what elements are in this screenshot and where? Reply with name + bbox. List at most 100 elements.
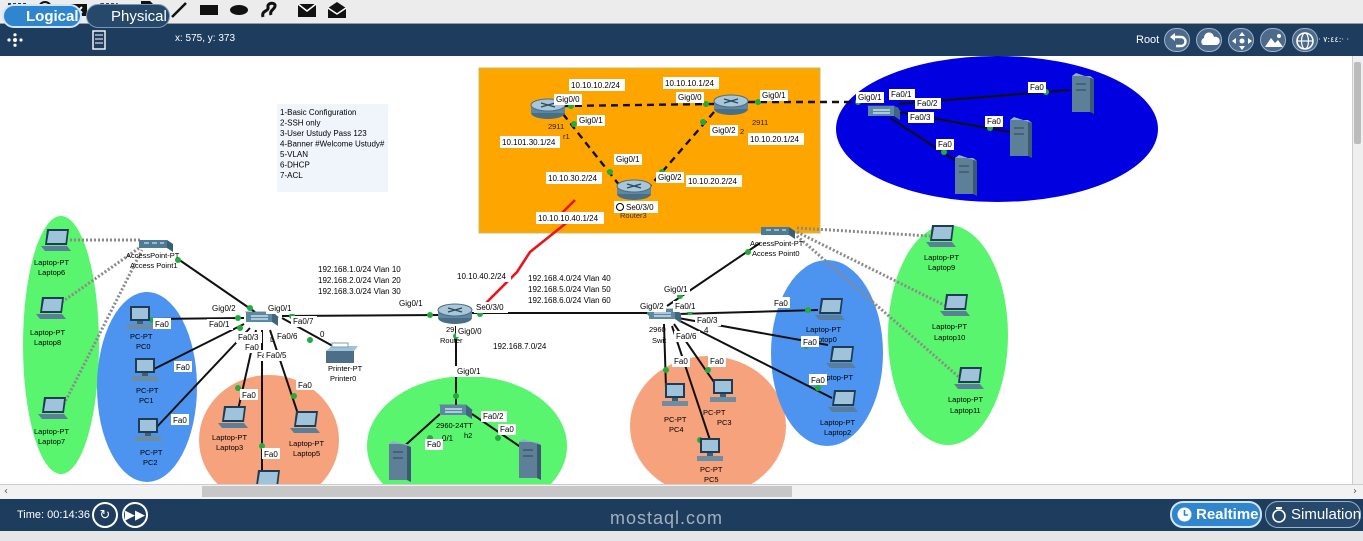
ap-name: Access Point1 (130, 261, 178, 270)
lan-server-a[interactable] (388, 440, 412, 483)
task-line: 6-DHCP (280, 161, 310, 170)
subnet-note: 192.168.4.0/24 Vlan 40 (528, 274, 611, 283)
device-model: PC-PT (664, 415, 687, 424)
task-line: 1-Basic Configuration (280, 108, 356, 117)
device-model: Laptop-PT (932, 322, 967, 331)
back-icon[interactable] (1164, 28, 1190, 52)
ap-model: AccessPoint-PT (126, 251, 180, 260)
device-name: Laptop6 (38, 268, 65, 277)
complex-pdu-icon[interactable] (324, 0, 350, 20)
r2-name: 2 (740, 127, 744, 136)
port-label: Fa0 (298, 381, 312, 390)
router-model: 29 (446, 325, 454, 334)
device-model: Laptop-PT (806, 325, 841, 334)
device-name: Laptop7 (38, 437, 65, 446)
device-model: Laptop-PT (818, 373, 853, 382)
stopwatch-icon (1272, 507, 1286, 523)
link-label: 10.10.10.40.1/24 (538, 214, 599, 223)
ap-model: AccessPoint-PT (750, 239, 804, 248)
server-a[interactable] (1071, 72, 1095, 115)
device-name: PC2 (143, 458, 158, 467)
port-label: Gig0/1 (457, 367, 481, 376)
router-name: Router (440, 336, 463, 345)
subnet-note: 192.168.5.0/24 Vlan 50 (528, 285, 611, 294)
left-switch[interactable] (245, 311, 279, 327)
port-label: Fa0/1 (209, 320, 230, 329)
subnet-note: 192.168.7.0/24 (493, 342, 547, 351)
link-label: 10.10.20.1/24 (750, 135, 799, 144)
vertical-scrollbar[interactable] (1352, 56, 1363, 484)
device-name: Laptop5 (293, 449, 320, 458)
device-model: PC-PT (140, 448, 163, 457)
logical-view-icon (7, 33, 23, 47)
task-note[interactable] (277, 104, 388, 192)
subnet-note: 192.168.6.0/24 Vlan 60 (528, 296, 611, 305)
pc-4[interactable] (662, 383, 688, 406)
port-label: Gig0/1 (664, 285, 688, 294)
device-type-strip[interactable] (0, 531, 1363, 541)
topology-canvas[interactable]: 1-Basic Configuration 2-SSH only 3-User … (0, 56, 1352, 484)
clock-icon (1177, 507, 1192, 522)
line-icon[interactable] (166, 0, 192, 20)
lan-server-b[interactable] (518, 438, 542, 481)
simulation-label: Simulation (1291, 506, 1362, 523)
device-name: ptop0 (818, 335, 837, 344)
freeform-icon[interactable] (256, 0, 282, 20)
device-name: Laptop10 (934, 333, 965, 342)
physical-view-button[interactable]: Physical (86, 4, 170, 28)
port-label: Fa0/7 (293, 317, 314, 326)
server-b[interactable] (1009, 116, 1033, 159)
physical-view-icon (92, 30, 106, 50)
globe-icon[interactable] (1292, 28, 1318, 52)
switch-model: 2960 (649, 325, 666, 334)
link-label: 10.10.20.2/24 (688, 177, 737, 186)
logical-view-button[interactable]: Logical (2, 4, 82, 28)
horizontal-scroll-thumb[interactable] (202, 486, 792, 497)
move-icon[interactable] (1228, 28, 1254, 52)
right-laptop-zone (771, 260, 883, 446)
clock-icon (616, 203, 624, 211)
fast-forward-icon[interactable]: ▶▶ (122, 502, 148, 528)
subnet-note: 192.168.2.0/24 Vlan 20 (318, 276, 401, 285)
link-label: 10.10.30.2/24 (548, 174, 597, 183)
device-model: Laptop-PT (212, 433, 247, 442)
pc-2[interactable] (135, 418, 161, 441)
port-label: Fa0/6 (676, 332, 697, 341)
port-label: Gig0/1 (616, 155, 640, 164)
device-name: Laptop2 (824, 428, 851, 437)
switch-label: L (270, 335, 274, 344)
port-label: Fa0/5 (266, 351, 287, 360)
port-label: Fa0 (155, 320, 169, 329)
port-label: Se0/3/0 (626, 203, 654, 212)
ellipse-icon[interactable] (226, 0, 252, 20)
scroll-left-icon[interactable]: ‹ (4, 486, 8, 497)
device-name: Laptop8 (34, 338, 61, 347)
cloud-icon[interactable] (1196, 28, 1222, 52)
center-router[interactable] (437, 303, 473, 325)
rectangle-icon[interactable] (196, 0, 222, 20)
background-image-icon[interactable] (1260, 28, 1286, 52)
subnet-note: 192.168.1.0/24 Vlan 10 (318, 265, 401, 274)
simulation-mode-button[interactable]: Simulation (1265, 501, 1361, 528)
scroll-right-icon[interactable]: › (1353, 486, 1357, 497)
router-r2[interactable] (713, 94, 749, 116)
pc-0[interactable] (127, 306, 153, 329)
access-point-0[interactable] (760, 226, 796, 240)
task-line: 4-Banner #Welcome Ustudy# (280, 140, 385, 149)
router-r3[interactable] (616, 179, 652, 201)
simple-pdu-icon[interactable] (294, 0, 320, 20)
port-label: Fa0 (176, 363, 190, 372)
pc-3[interactable] (710, 379, 736, 402)
vertical-scroll-thumb[interactable] (1354, 62, 1361, 144)
device-model: Laptop-PT (820, 418, 855, 427)
pc-1[interactable] (132, 358, 158, 381)
server-c[interactable] (954, 154, 978, 197)
realtime-mode-button[interactable]: Realtime (1170, 501, 1262, 528)
switch-name: Swit (652, 336, 667, 345)
logical-workspace[interactable]: 1-Basic Configuration 2-SSH only 3-User … (0, 56, 1352, 484)
power-cycle-icon[interactable]: ↻ (92, 502, 118, 528)
pc-5[interactable] (697, 438, 723, 461)
port-label: Fa0 (1030, 83, 1044, 92)
bottom-bar (0, 499, 1363, 531)
